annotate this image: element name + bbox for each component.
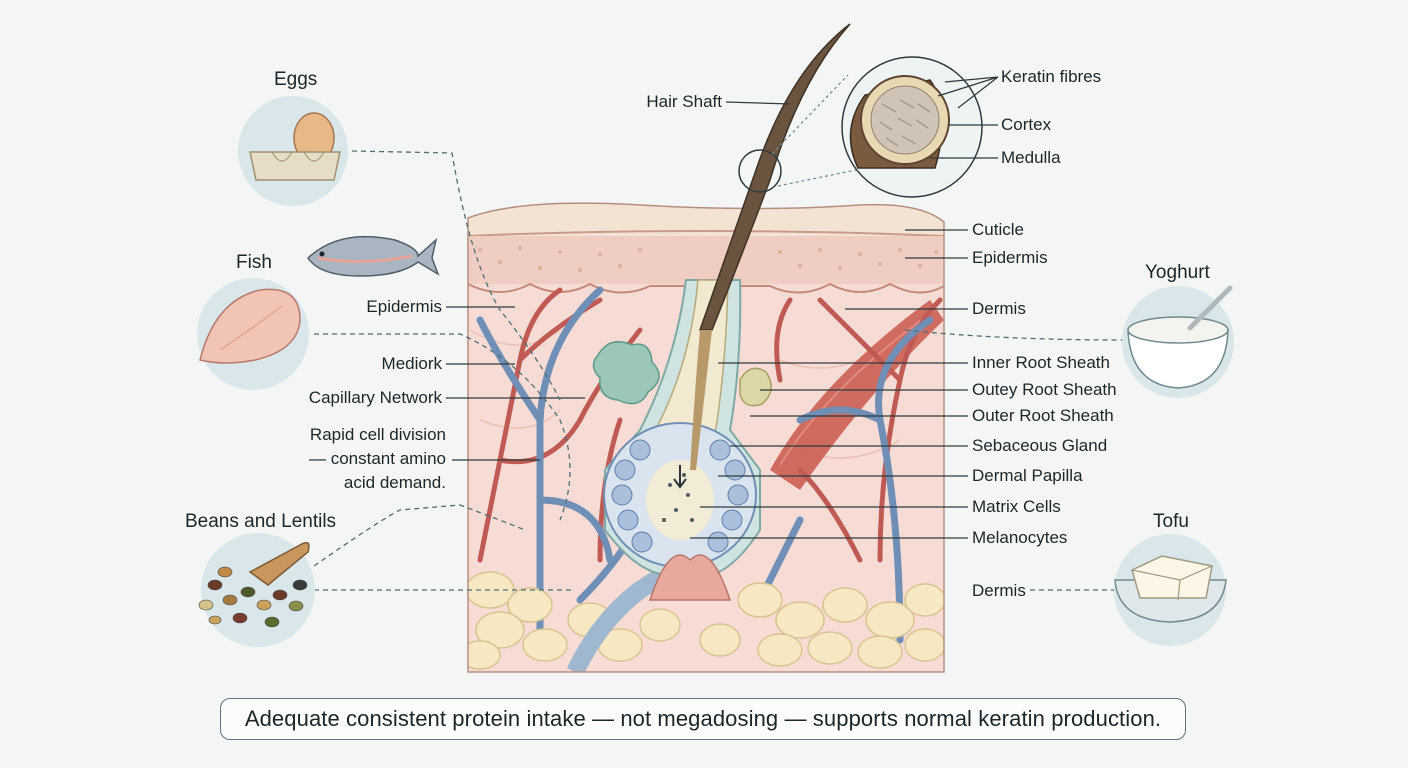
- skin-cross-section: [468, 203, 944, 672]
- sebaceous-gland-shape: [592, 340, 772, 407]
- note-line-2: — constant amino: [308, 449, 446, 468]
- yoghurt-illustration: [1122, 285, 1234, 398]
- label-mediork: Mediork: [381, 354, 442, 373]
- label-medulla: Medulla: [1001, 148, 1061, 167]
- food-label-beans: Beans and Lentils: [185, 511, 337, 532]
- note-line-1: Rapid cell division: [309, 425, 446, 444]
- beans-illustration: [198, 533, 315, 647]
- leader-lines: [446, 76, 999, 539]
- food-label-tofu: Tofu: [1153, 511, 1189, 532]
- label-outer-root-sheath: Outer Root Sheath: [972, 406, 1114, 425]
- amino-demand-note: Rapid cell division — constant amino aci…: [262, 423, 446, 495]
- food-label-yoghurt: Yoghurt: [1145, 262, 1210, 283]
- label-melanocytes: Melanocytes: [972, 528, 1068, 547]
- eggs-illustration: [238, 96, 348, 206]
- keratin-zoom-inset: [841, 56, 983, 198]
- fish-illustration: [197, 235, 440, 390]
- footer-caption: Adequate consistent protein intake — not…: [220, 698, 1186, 740]
- food-label-fish: Fish: [236, 252, 272, 273]
- label-dermis-bottom: Dermis: [972, 581, 1026, 600]
- label-keratin-fibres: Keratin fibres: [1001, 67, 1102, 86]
- label-matrix-cells: Matrix Cells: [972, 497, 1061, 516]
- label-outey-root-sheath: Outey Root Sheath: [972, 380, 1117, 399]
- label-epidermis-left: Epidermis: [366, 297, 442, 316]
- food-label-eggs: Eggs: [274, 69, 318, 90]
- label-capillary-network: Capillary Network: [308, 388, 442, 407]
- label-inner-root-sheath: Inner Root Sheath: [972, 353, 1110, 372]
- food-connectors: [313, 150, 1126, 591]
- note-line-3: acid demand.: [343, 473, 446, 492]
- label-dermis-top: Dermis: [972, 299, 1026, 318]
- label-dermal-papilla: Dermal Papilla: [972, 466, 1083, 485]
- label-cuticle: Cuticle: [972, 220, 1024, 239]
- label-epidermis-right: Epidermis: [972, 248, 1048, 267]
- label-hair-shaft: Hair Shaft: [646, 92, 722, 111]
- tofu-illustration: [1114, 534, 1227, 646]
- label-sebaceous-gland: Sebaceous Gland: [972, 436, 1108, 455]
- label-cortex: Cortex: [1001, 115, 1052, 134]
